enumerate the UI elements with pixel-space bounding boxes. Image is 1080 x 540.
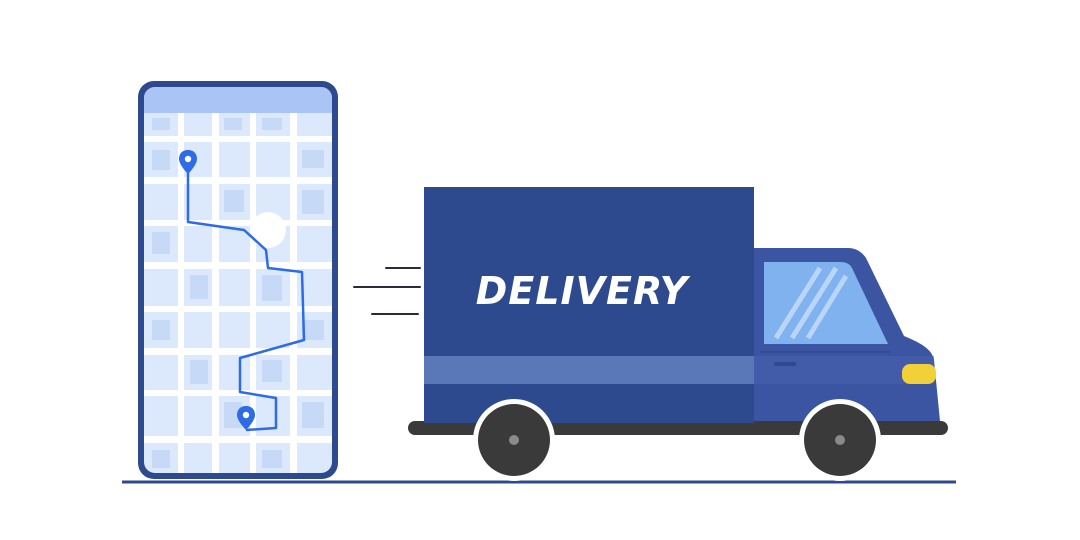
front-wheel (799, 399, 881, 481)
location-pin-icon (237, 406, 255, 430)
speed-lines (353, 267, 421, 315)
route-path (186, 172, 306, 432)
location-pin-icon (179, 150, 197, 174)
map-blocks (152, 118, 324, 468)
smartphone-map-icon (138, 81, 338, 479)
door-handle-icon (774, 362, 796, 366)
delivery-truck-icon: DELIVERY (408, 187, 948, 481)
cab-window (764, 262, 888, 344)
phone-header-bar (144, 87, 332, 113)
window-glare (773, 266, 849, 340)
map-roads (144, 113, 332, 473)
truck-label: DELIVERY (476, 269, 691, 313)
cargo-stripe (424, 356, 754, 384)
headlight (902, 364, 936, 384)
rear-wheel (473, 399, 555, 481)
